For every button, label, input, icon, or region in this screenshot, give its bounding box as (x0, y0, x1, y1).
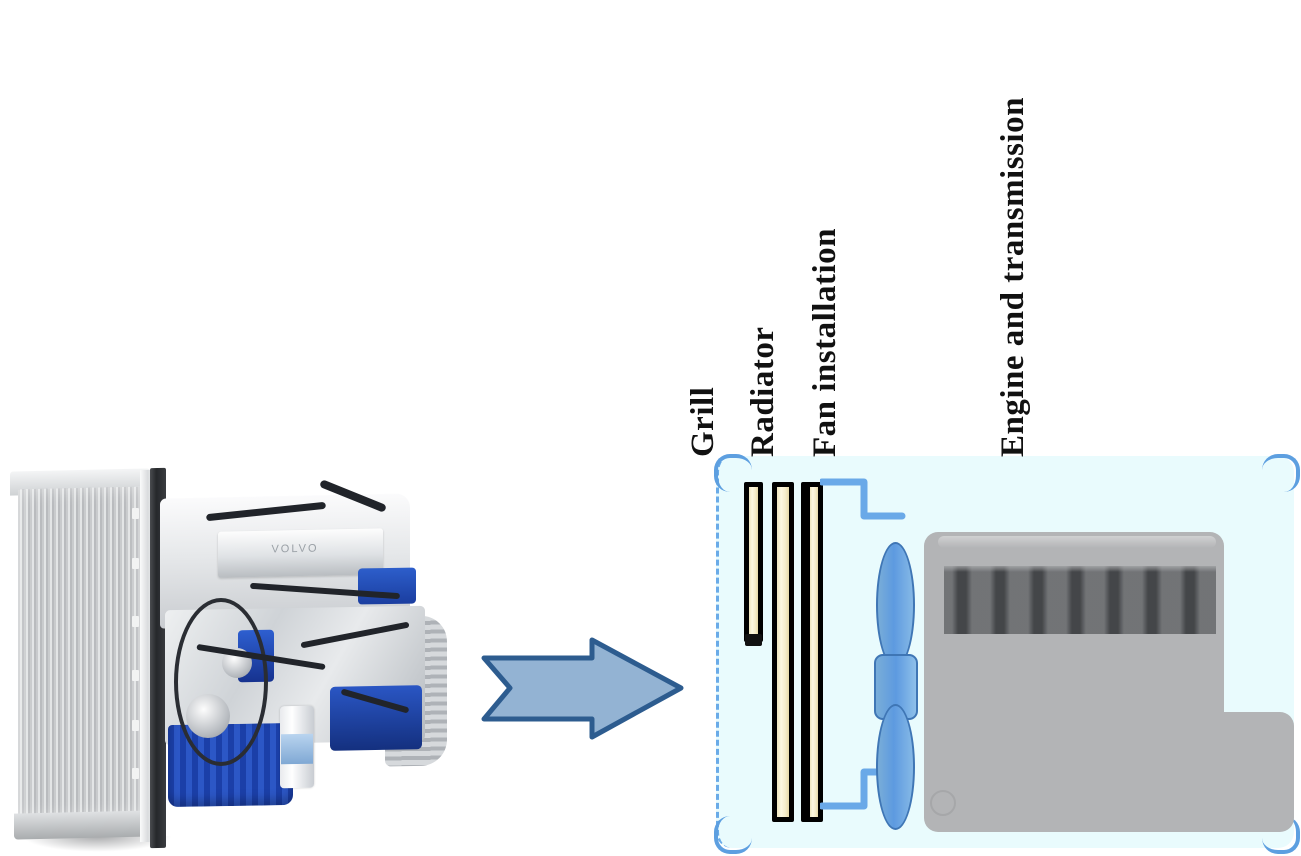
radiator-bottom-tank (14, 810, 154, 840)
engine-block-highlight (938, 536, 1216, 548)
oil-filter-label (281, 733, 313, 765)
grill-bar (744, 482, 763, 642)
engine-photograph: VOLVO (0, 448, 455, 856)
cooling-package-schematic (714, 454, 1300, 854)
cylinder-bank-top-fade (944, 564, 1216, 572)
panel-corner-top-right (1262, 454, 1300, 492)
flow-arrow (481, 637, 684, 740)
transmission-body (1186, 712, 1294, 832)
radiator-shadow (22, 836, 172, 852)
grill-bar-foot (745, 634, 762, 646)
drive-belt (174, 598, 268, 766)
radiator-bolt (132, 670, 139, 681)
label-fan-installation: Fan installation (807, 228, 843, 457)
radiator-bolt (132, 720, 139, 731)
fan-blade-bottom (876, 704, 915, 830)
radiator-bolt (132, 558, 139, 569)
panel-corner-bottom-left (714, 816, 752, 854)
fan-blade-top (876, 542, 915, 668)
radiator-bolt (132, 768, 139, 779)
radiator-core (18, 486, 143, 820)
engine-block-bolt (930, 790, 956, 816)
panel-corner-bottom-right (1262, 816, 1300, 854)
label-engine-and-transmission: Engine and transmission (995, 97, 1031, 457)
label-radiator: Radiator (745, 326, 781, 458)
label-grill: Grill (685, 386, 721, 457)
volvo-wordmark: VOLVO (271, 542, 319, 556)
charge-air-cooler-bar (801, 482, 823, 822)
radiator-bar (772, 482, 794, 822)
fan-shroud-top-bracket (820, 478, 906, 520)
panel-corner-top-left (714, 454, 752, 492)
engine-blue-component-top (358, 567, 416, 605)
radiator-bolt (132, 508, 139, 519)
radiator-bolt (132, 616, 139, 627)
cylinder-bank (944, 566, 1216, 634)
